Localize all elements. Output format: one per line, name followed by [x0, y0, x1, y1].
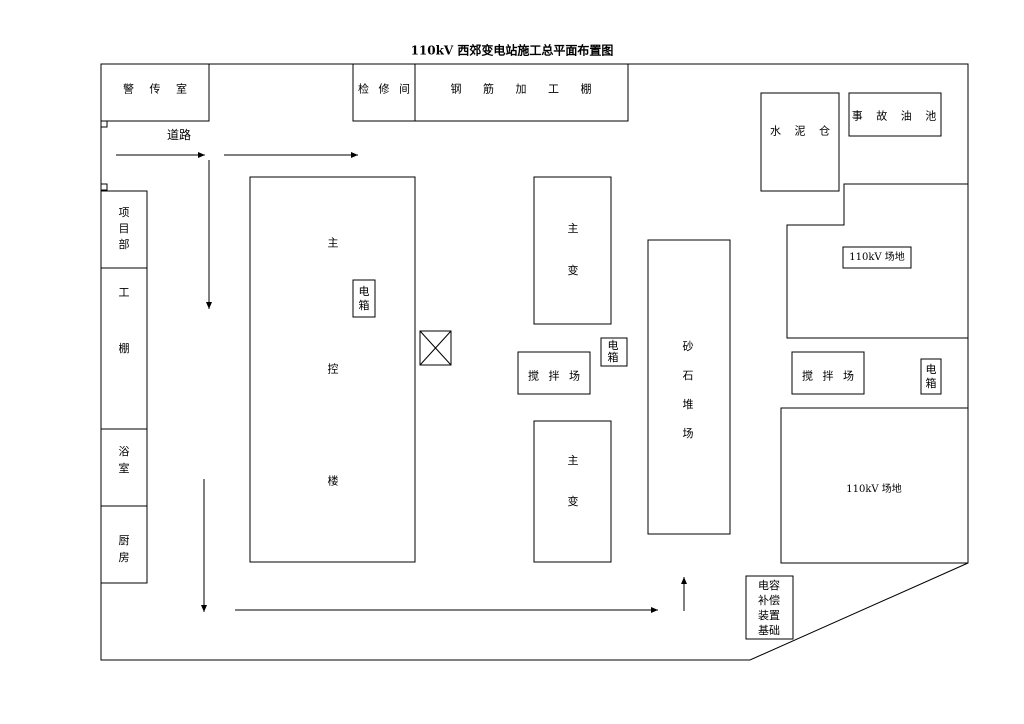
elec-box-3: [920, 358, 942, 395]
mixing-yard-1-label: 搅 拌 场: [528, 369, 583, 383]
site-110kv-lower: [780, 407, 968, 564]
kitchen-label: 厨房: [118, 534, 130, 564]
main-control-label-2: 控: [327, 362, 339, 376]
site-110kv-lower-label: 110kV 场地: [846, 484, 902, 495]
transformer-b-label: 主变: [567, 454, 579, 508]
cement-warehouse: [760, 92, 840, 192]
mixing-yard-2: [791, 351, 865, 395]
repair-room-label: 检 修 间: [358, 82, 413, 96]
site-110kv-upper-label: 110kV 场地: [849, 252, 905, 263]
rebar-shed: [414, 63, 629, 122]
elec-box-1-label: 电箱: [358, 285, 370, 312]
elec-box-2-label: 电箱: [607, 339, 619, 364]
capacitor-base: [745, 575, 794, 640]
mixing-yard-1: [517, 351, 591, 395]
sand-stone-yard: [647, 239, 731, 535]
main-control-label-3: 楼: [327, 474, 339, 488]
guard-room-label: 警 传 室: [123, 82, 193, 96]
crossed-box: [419, 330, 452, 366]
main-transformer-b: [533, 420, 612, 563]
label-box-110kv: [842, 246, 912, 269]
sand-yard-label: 砂石堆场: [682, 340, 694, 440]
site-boundary: [100, 63, 969, 661]
work-shed-label: 工棚: [118, 286, 130, 355]
guard-room: [100, 63, 210, 122]
gate-marker-bottom: [100, 183, 108, 191]
main-control-label-1: 主: [327, 236, 339, 250]
kitchen-building: [100, 505, 148, 584]
elec-box-3-label: 电箱: [925, 363, 937, 390]
accident-oil-pool: [848, 92, 942, 137]
site-110kv-upper: [786, 183, 968, 339]
elec-box-2: [600, 337, 628, 367]
gate-marker-top: [100, 120, 108, 128]
mixing-yard-2-label: 搅 拌 场: [802, 369, 857, 383]
elec-box-1: [352, 279, 376, 318]
project-dept-label: 项目部: [118, 206, 130, 251]
road-label: 道路: [166, 128, 192, 142]
rebar-shed-label: 钢 筋 加 工 棚: [450, 82, 601, 96]
capacitor-base-label: 电容补偿装置基础: [758, 579, 780, 637]
accident-oil-pool-label: 事 故 油 池: [851, 109, 942, 123]
cement-warehouse-label: 水 泥 仓: [770, 124, 835, 138]
main-transformer-a: [533, 176, 612, 325]
bathroom-label: 浴室: [118, 445, 130, 475]
main-control-building: [249, 176, 416, 563]
transformer-a-label: 主变: [567, 222, 579, 277]
page-title: 110kV 西郊变电站施工总平面布置图: [410, 43, 614, 58]
